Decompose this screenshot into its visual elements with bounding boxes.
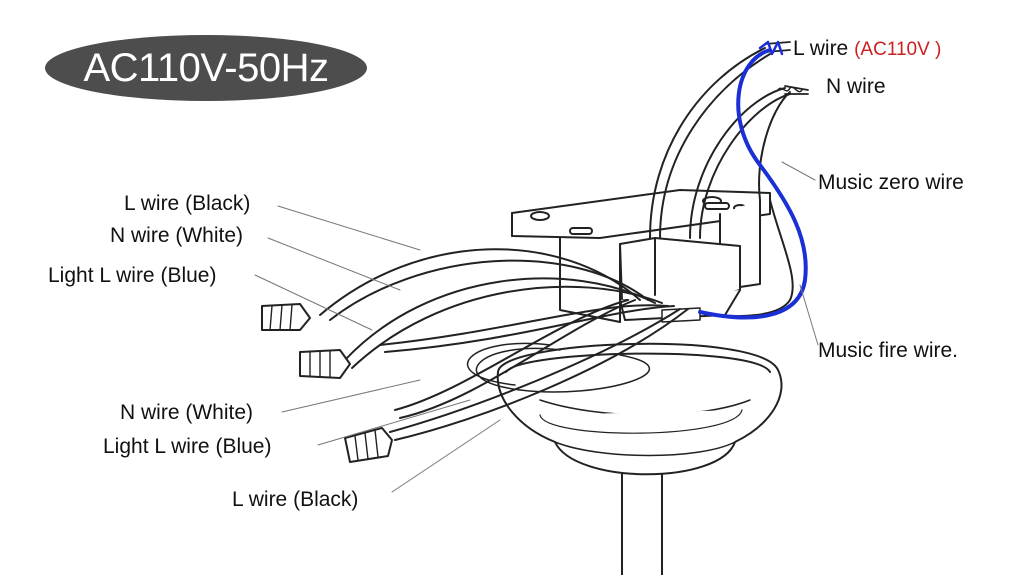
label-n-wire-white-1: N wire (White) <box>110 224 244 247</box>
music-fire-wire <box>698 48 808 320</box>
label-n-wire-top: N wire <box>826 75 886 98</box>
downrod <box>621 469 663 575</box>
label-light-l-wire-blue-2: Light L wire (Blue) <box>103 435 272 458</box>
leader-lines <box>254 161 819 493</box>
voltage-badge-text: AC110V-50Hz <box>83 45 329 90</box>
label-n-wire-white-2: N wire (White) <box>120 401 254 424</box>
label-l-wire-top-text: L wire <box>793 37 849 60</box>
wire-nut-bottom <box>344 427 393 463</box>
fan-wires-left <box>319 248 689 441</box>
label-l-wire-top: L wire (AC110V ) <box>793 38 941 59</box>
wire-nut-middle <box>299 349 351 379</box>
label-music-fire-wire: Music fire wire. <box>818 339 959 362</box>
canopy-bowl <box>496 342 783 476</box>
voltage-badge: AC110V-50Hz <box>45 35 367 101</box>
junction-box <box>619 237 741 323</box>
wire-nut-top <box>261 303 311 331</box>
label-l-wire-black-1: L wire (Black) <box>124 192 251 215</box>
label-l-wire-black-2: L wire (Black) <box>232 488 359 511</box>
label-music-zero-wire: Music zero wire <box>818 171 964 194</box>
label-l-wire-voltage: (AC110V ) <box>854 39 942 60</box>
label-light-l-wire-blue-1: Light L wire (Blue) <box>48 264 217 287</box>
